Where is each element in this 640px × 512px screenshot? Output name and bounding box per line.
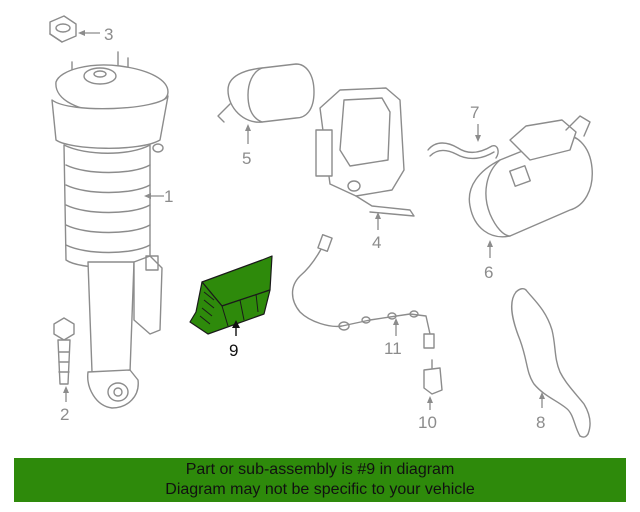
callout-1: 1 bbox=[164, 187, 173, 206]
info-banner: Part or sub-assembly is #9 in diagram Di… bbox=[14, 458, 626, 502]
part-6-compressor bbox=[468, 115, 593, 238]
part-9-control-module[interactable] bbox=[189, 255, 273, 335]
arrow-4 bbox=[375, 212, 381, 219]
callout-3: 3 bbox=[104, 25, 113, 44]
arrow-8 bbox=[539, 392, 545, 399]
part-10-sensor bbox=[423, 359, 443, 395]
arrow-6 bbox=[487, 240, 493, 247]
banner-line-2: Diagram may not be specific to your vehi… bbox=[165, 481, 475, 498]
arrow-1 bbox=[144, 193, 151, 199]
callout-5: 5 bbox=[242, 149, 251, 168]
callout-2: 2 bbox=[60, 405, 69, 424]
arrow-9 bbox=[232, 320, 240, 328]
part-8-hose bbox=[510, 287, 591, 438]
part-9-front-face bbox=[189, 281, 271, 335]
arrow-7 bbox=[475, 135, 481, 142]
part-7-hose bbox=[427, 142, 499, 160]
arrow-11 bbox=[393, 318, 399, 325]
part-4-valve-block bbox=[315, 87, 415, 217]
arrow-5 bbox=[245, 124, 251, 131]
callout-7: 7 bbox=[470, 103, 479, 122]
part-2-bolt bbox=[53, 317, 75, 385]
parts-diagram: 3 1 bbox=[49, 15, 593, 438]
part-11-sensor-harness bbox=[291, 234, 435, 349]
banner-line-1: Part or sub-assembly is #9 in diagram bbox=[185, 461, 455, 478]
part-3-nut bbox=[49, 15, 77, 43]
callout-11: 11 bbox=[384, 339, 402, 358]
callout-6: 6 bbox=[484, 263, 493, 282]
callout-10: 10 bbox=[418, 413, 437, 432]
arrow-2 bbox=[63, 386, 69, 393]
callout-4: 4 bbox=[372, 233, 381, 252]
callout-9: 9 bbox=[229, 341, 238, 360]
part-5-reservoir bbox=[217, 63, 315, 123]
arrow-3 bbox=[78, 30, 85, 36]
callout-8: 8 bbox=[536, 413, 545, 432]
part-1-air-strut bbox=[51, 51, 169, 409]
arrow-10 bbox=[427, 396, 433, 403]
